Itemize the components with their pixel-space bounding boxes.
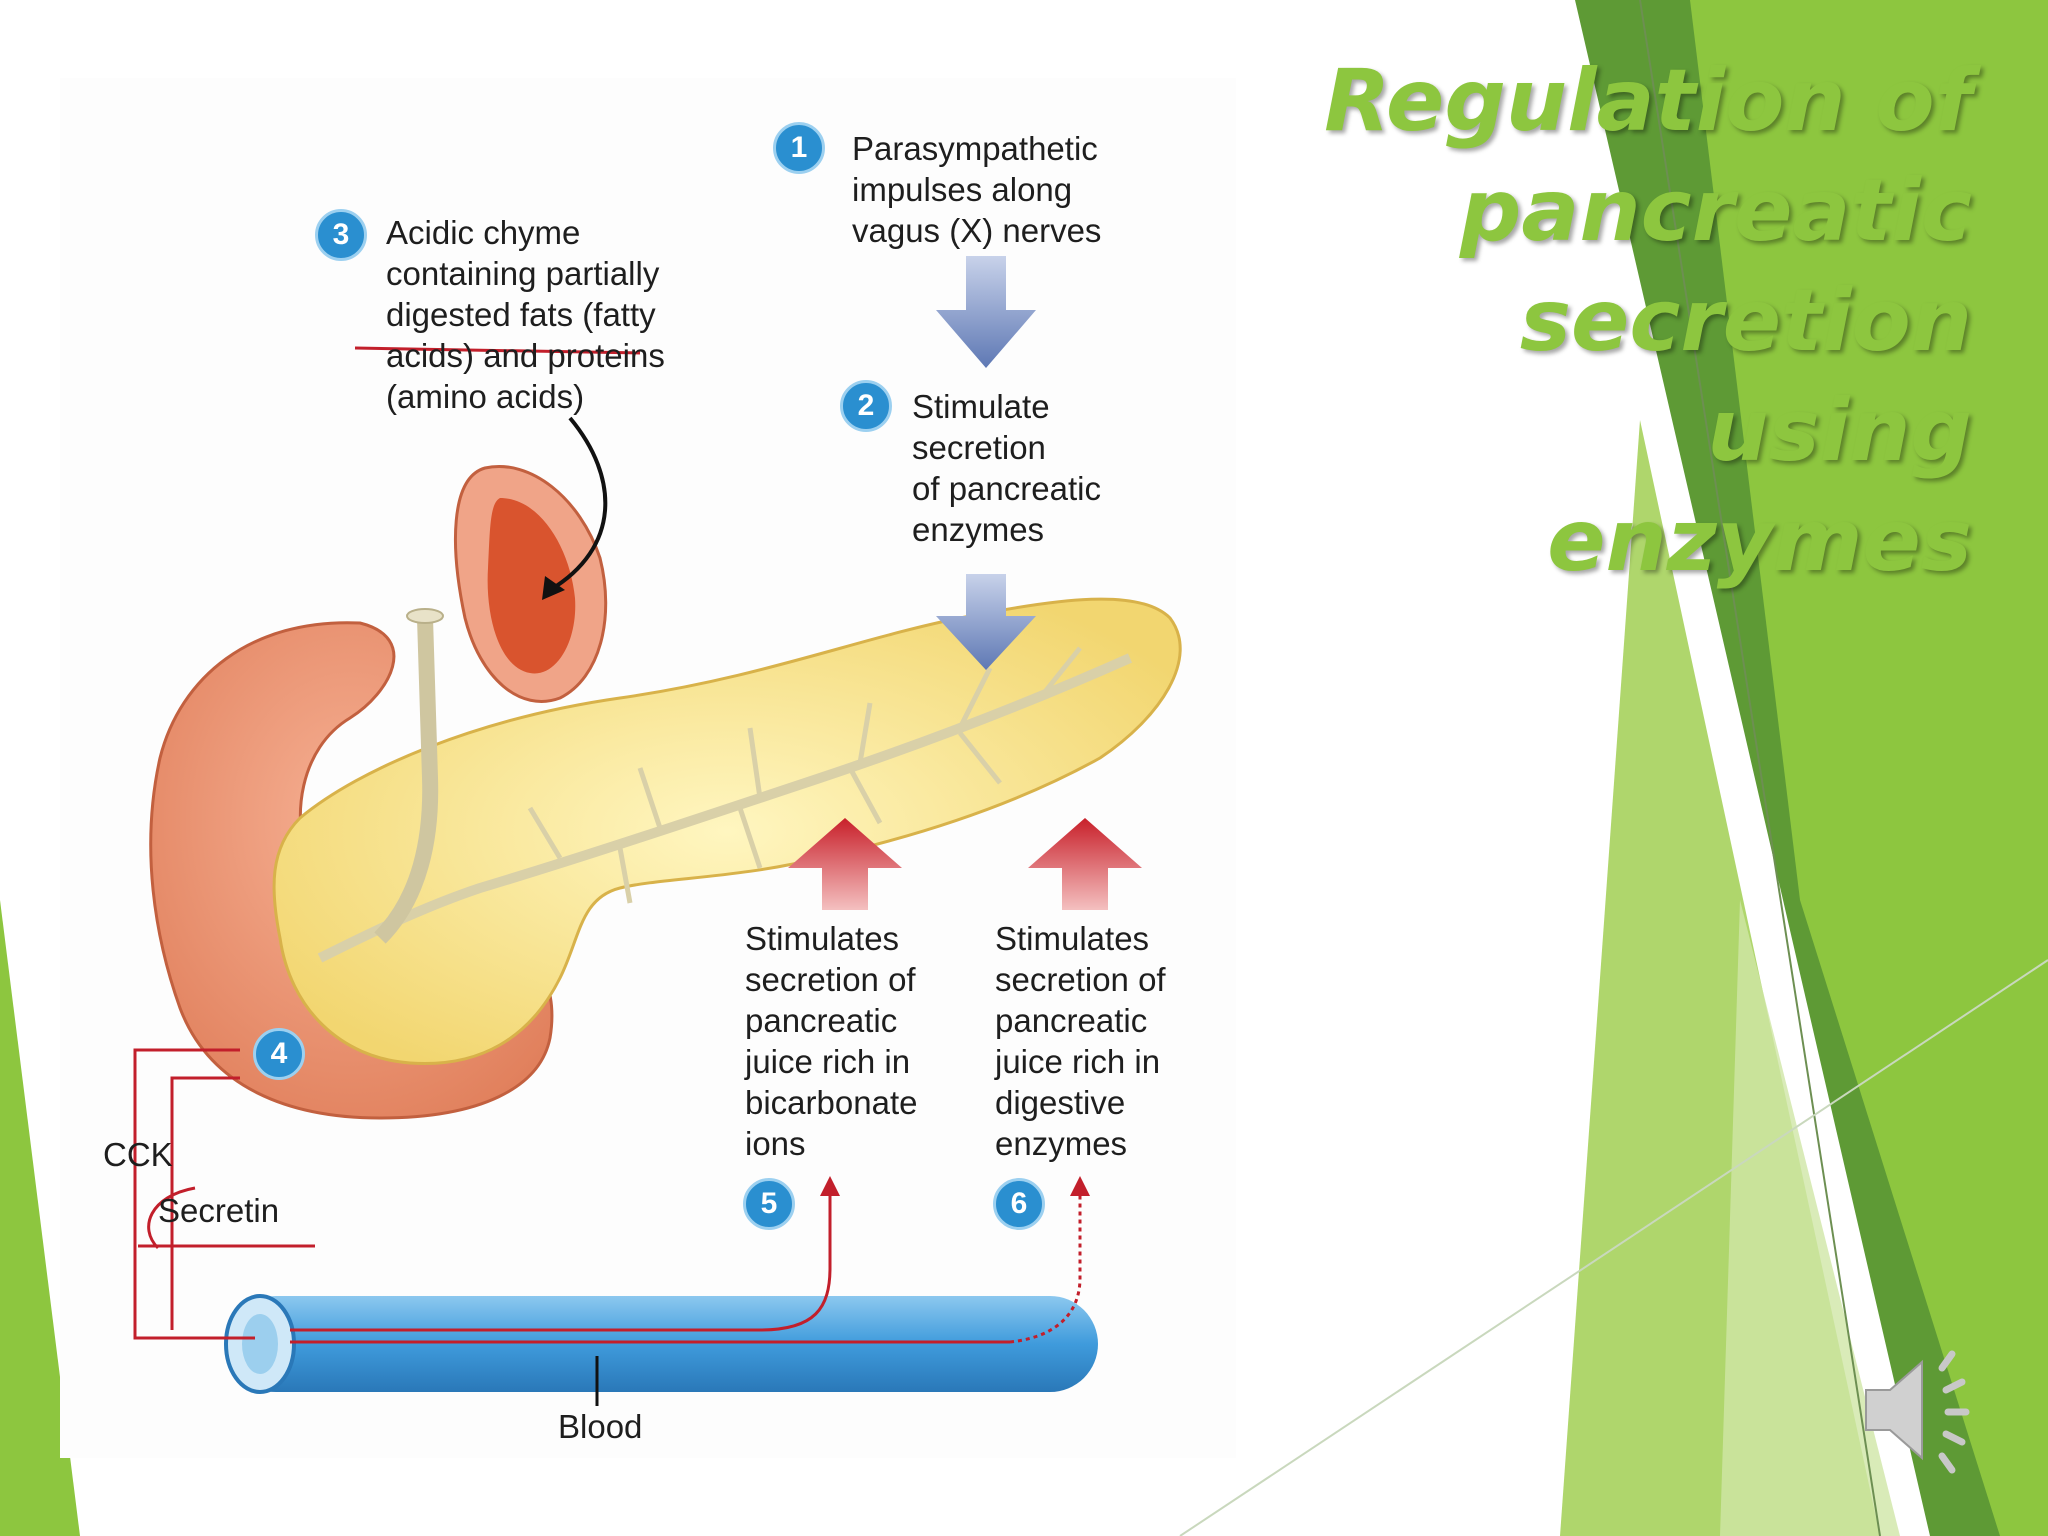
label-line: Parasympathetic <box>852 130 1098 167</box>
cck-pathway <box>133 1048 255 1340</box>
step-2-label: Stimulate secretion of pancreatic enzyme… <box>912 386 1101 550</box>
step-6-badge: 6 <box>993 1178 1045 1230</box>
blood-vessel <box>228 1296 1098 1392</box>
step-4-badge: 4 <box>253 1028 305 1080</box>
label-line: containing partially <box>386 255 660 292</box>
title-line: enzymes <box>1547 491 1972 591</box>
bicarbonate-arrow <box>788 818 902 910</box>
label-line: Stimulate <box>912 388 1050 425</box>
secretin-label: Secretin <box>158 1192 280 1229</box>
step-5-badge: 5 <box>743 1178 795 1230</box>
title-line: secretion using <box>1519 271 1972 481</box>
step-1-label: Parasympathetic impulses along vagus (X)… <box>852 128 1101 251</box>
pancreas <box>272 597 1182 1066</box>
blood-label: Blood <box>558 1408 643 1445</box>
stimulate-arrow <box>936 574 1036 670</box>
label-line: pancreatic <box>745 1002 898 1039</box>
pancreatic-duct <box>317 653 1133 963</box>
speaker-icon[interactable] <box>1860 1340 1980 1480</box>
label-line: impulses along <box>852 171 1073 208</box>
bg-shape-right-mid <box>1690 0 2048 1536</box>
step-5-label: Stimulates secretion of pancreatic juice… <box>745 918 917 1164</box>
diagram-artwork <box>133 256 1182 1406</box>
bg-line <box>1639 0 1881 1536</box>
step-1-badge: 1 <box>773 122 825 174</box>
bile-duct <box>374 617 439 944</box>
label-line: enzymes <box>912 511 1045 548</box>
label-line: juice rich in <box>995 1043 1161 1080</box>
label-line: of pancreatic <box>912 470 1101 507</box>
step-6-label: Stimulates secretion of pancreatic juice… <box>995 918 1166 1164</box>
chyme-pointer-head <box>542 576 565 600</box>
label-line: secretion <box>912 429 1046 466</box>
title-line: Regulation of <box>1324 51 1972 151</box>
slide-title: Regulation of pancreatic secretion using… <box>1272 46 1972 596</box>
label-line: Stimulates <box>995 920 1150 957</box>
label-line: ions <box>745 1125 806 1162</box>
secretin-annotation <box>138 1186 315 1250</box>
label-line: digested fats (fatty <box>386 296 656 333</box>
title-line: pancreatic <box>1459 161 1972 261</box>
label-line: vagus (X) nerves <box>852 212 1102 249</box>
cck-label: CCK <box>103 1136 173 1173</box>
label-line: Acidic chyme <box>386 214 581 251</box>
label-line: bicarbonate <box>745 1084 918 1121</box>
label-line: digestive <box>995 1084 1126 1121</box>
step-3-label: Acidic chyme containing partially digest… <box>386 212 665 417</box>
stomach-lumen <box>487 498 576 674</box>
label-line: secretion of <box>995 961 1166 998</box>
label-line: juice rich in <box>745 1043 911 1080</box>
bile-duct-end <box>406 608 444 624</box>
label-line: acids) and proteins <box>386 337 665 374</box>
step-3-badge: 3 <box>315 209 367 261</box>
label-line: pancreatic <box>995 1002 1148 1039</box>
nerve-arrow <box>936 256 1036 368</box>
chyme-pointer <box>548 416 608 592</box>
arrowhead-5 <box>820 1176 840 1196</box>
blood-to-5 <box>290 1188 832 1332</box>
strikethrough-annotation <box>354 346 641 355</box>
label-line: (amino acids) <box>386 378 585 415</box>
blood-to-6-dotted <box>1009 1188 1082 1344</box>
step-2-badge: 2 <box>840 380 892 432</box>
vessel-lumen <box>242 1314 278 1374</box>
label-line: secretion of <box>745 961 916 998</box>
label-line: Stimulates <box>745 920 900 957</box>
label-line: enzymes <box>995 1125 1128 1162</box>
arrowhead-6 <box>1070 1176 1090 1196</box>
duct-branches <box>527 646 1082 904</box>
pancreas-diagram: 1 2 3 4 5 6 Parasympathetic impulses alo… <box>60 78 1236 1458</box>
enzyme-arrow <box>1028 818 1142 910</box>
bg-line <box>1179 959 2048 1536</box>
